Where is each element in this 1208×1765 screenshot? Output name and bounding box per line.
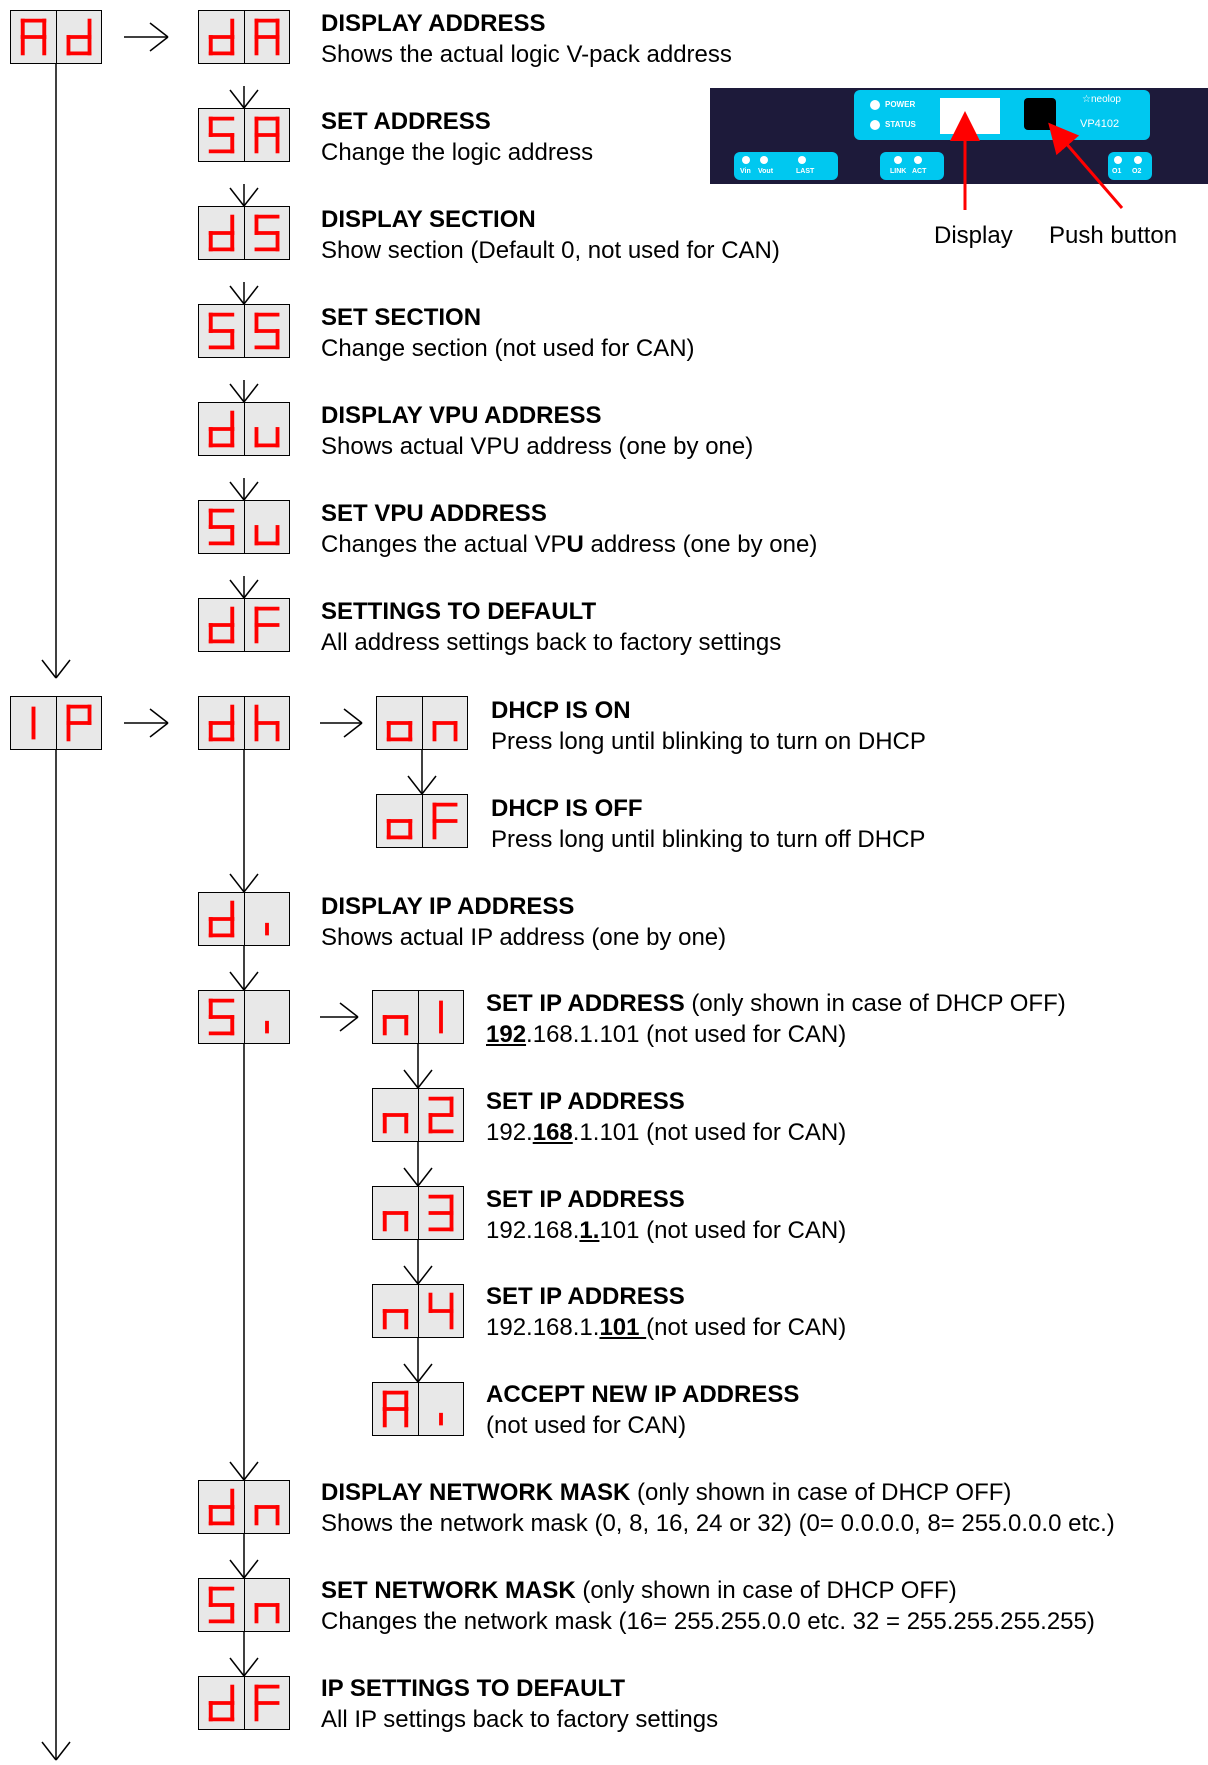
push-button-caption: Push button <box>1049 222 1177 250</box>
button-callout-arrow <box>1058 134 1122 208</box>
display-caption: Display <box>934 222 1013 250</box>
